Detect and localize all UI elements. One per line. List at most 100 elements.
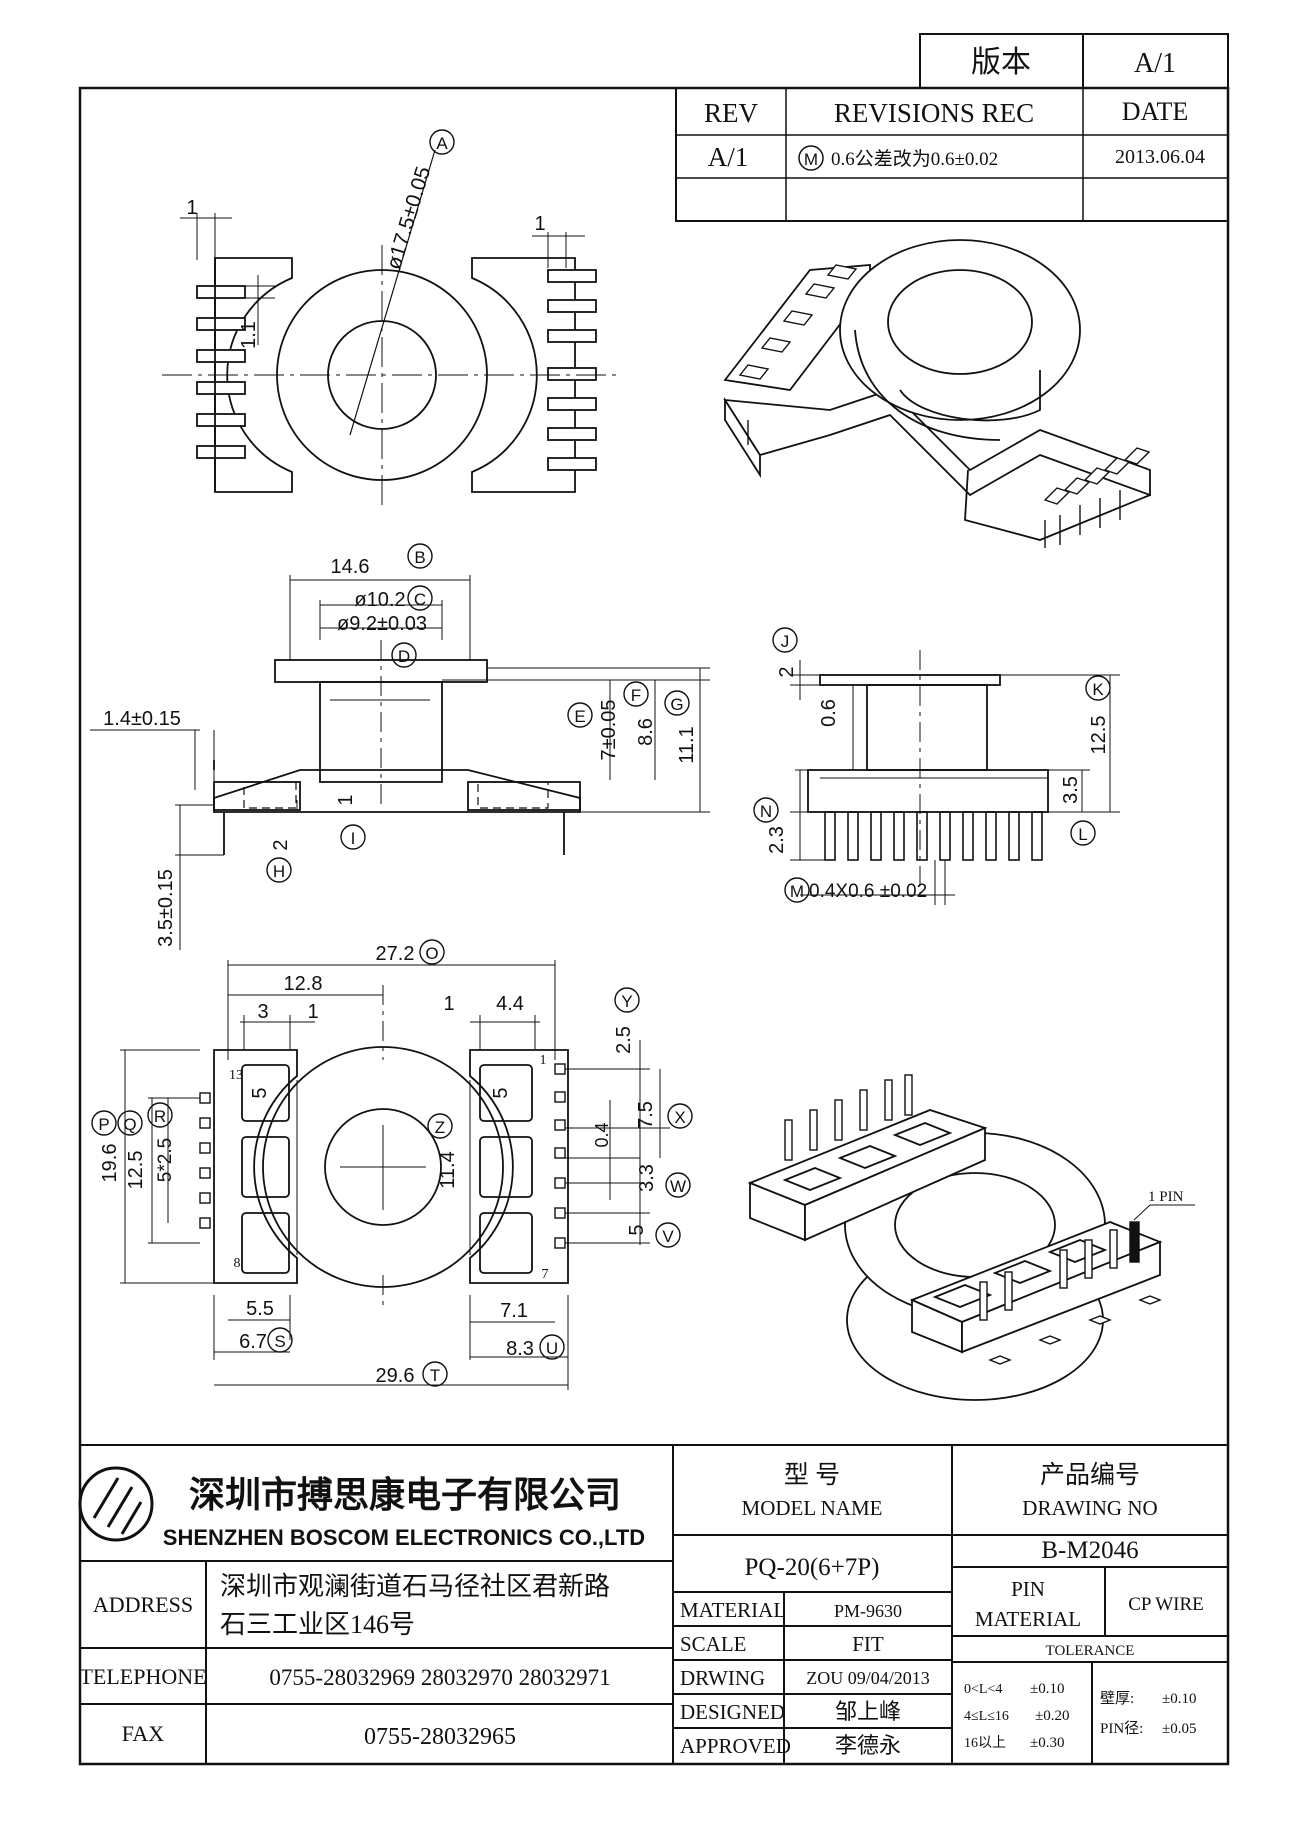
iso-top-left-pins — [738, 264, 858, 445]
tol-range-3: 16以上 — [964, 1735, 1006, 1751]
tol-value-2: ±0.20 — [1035, 1708, 1069, 1724]
front-view — [90, 575, 710, 950]
tag-i: I — [351, 829, 356, 848]
dim-y: 2.5 — [613, 1026, 635, 1054]
dim-w: 3.3 — [636, 1164, 658, 1192]
tag-q: Q — [123, 1115, 136, 1134]
dim-12-8: 12.8 — [284, 973, 323, 995]
dim-d: ø9.2±0.03 — [337, 613, 427, 635]
pin-13-label: 13 — [229, 1068, 243, 1083]
tag-x: X — [674, 1108, 685, 1127]
dim-v: 5 — [626, 1224, 648, 1235]
dim-o: 27.2 — [376, 943, 415, 965]
dim-g: 11.1 — [676, 726, 698, 763]
revisions-rec-header: REVISIONS REC — [834, 98, 1034, 128]
drwing-label: DRWING — [680, 1666, 765, 1690]
iso-pin1-label: 1 PIN — [1148, 1189, 1184, 1205]
tag-j: J — [781, 632, 790, 651]
pin-8-label: 8 — [234, 1256, 241, 1271]
fax-value: 0755-28032965 — [364, 1724, 516, 1750]
drwing-value: ZOU 09/04/2013 — [806, 1668, 930, 1688]
drawing-frame — [78, 86, 1230, 1766]
drawing-no-en: DRAWING NO — [1022, 1496, 1157, 1520]
wall-thickness-tol: ±0.10 — [1162, 1691, 1196, 1707]
tag-v: V — [662, 1227, 674, 1246]
dim-flange: 1.4±0.15 — [103, 708, 181, 730]
tag-r: R — [154, 1107, 166, 1126]
top-right-pins — [547, 269, 597, 471]
dim-7-1: 7.1 — [500, 1300, 528, 1322]
pin-material-label: MATERIAL — [975, 1607, 1081, 1631]
rev-row-text: 0.6公差改为0.6±0.02 — [831, 148, 998, 170]
tol-range-1: 0<L<4 — [964, 1682, 1002, 1697]
tag-c: C — [414, 590, 426, 609]
dim-r: 5*2.5 — [155, 1138, 176, 1182]
title-block — [80, 1444, 1228, 1764]
side-view-dims: J 2 0.6 K 12.5 3.5 L N 2.3 M 0.4X0.6 ±0.… — [753, 627, 1111, 903]
approved-value: 李德永 — [835, 1733, 901, 1758]
tag-h: H — [273, 862, 285, 881]
top-view-dims: 1 1 1.1 ø17.5±0.05 A — [186, 129, 546, 349]
tag-g: G — [670, 695, 683, 714]
tolerance-label: TOLERANCE — [1046, 1643, 1135, 1659]
iso-top-right-pins — [1043, 447, 1151, 548]
side-core — [866, 684, 988, 771]
top-pin-width-left: 1 — [186, 197, 197, 219]
tag-z: Z — [435, 1118, 445, 1137]
version-label: 版本 — [971, 46, 1031, 79]
tag-o: O — [425, 944, 438, 963]
pin-diameter-tol: ±0.05 — [1162, 1721, 1196, 1737]
dim-b: 14.6 — [331, 556, 370, 578]
dim-h: 2 — [270, 839, 292, 850]
dim-k: 12.5 — [1088, 716, 1110, 755]
rev-row-date: 2013.06.04 — [1115, 146, 1205, 168]
dim-1-left: 1 — [307, 1001, 318, 1023]
iso-bottom-back-pins — [784, 1074, 913, 1161]
dim-wall: 0.6 — [818, 699, 840, 727]
side-view — [790, 650, 1120, 905]
iso-view-top — [723, 239, 1151, 548]
tag-a: A — [436, 134, 448, 153]
rev-row-mark: M — [804, 150, 818, 169]
pin-1-label: 1 — [540, 1053, 547, 1068]
dim-0-4: 0.4 — [592, 1122, 612, 1147]
tag-k: K — [1092, 680, 1104, 699]
side-pins — [824, 811, 1043, 861]
tag-e: E — [574, 707, 585, 726]
tag-p: P — [98, 1115, 109, 1134]
slot-right-label: 5 — [490, 1087, 512, 1098]
drawing-no-value: B-M2046 — [1041, 1537, 1138, 1564]
dim-c: ø10.2 — [354, 589, 405, 611]
slot-left-label: 5 — [249, 1087, 271, 1098]
wall-thickness-label: 壁厚: — [1100, 1690, 1134, 1707]
tol-range-2: 4≤L≤16 — [964, 1709, 1009, 1724]
tol-value-1: ±0.10 — [1030, 1681, 1064, 1697]
iso-view-bottom — [747, 1074, 1195, 1401]
version-value: A/1 — [1134, 48, 1176, 79]
dim-f: 8.6 — [635, 718, 657, 746]
dim-4-4: 4.4 — [496, 993, 524, 1015]
tag-l: L — [1078, 825, 1087, 844]
designed-label: DESIGNED — [680, 1700, 785, 1724]
top-diameter: ø17.5±0.05 — [382, 164, 435, 272]
pin-material-value: CP WIRE — [1128, 1594, 1203, 1615]
top-pin-pitch: 1.1 — [238, 321, 260, 349]
tag-y: Y — [621, 992, 632, 1011]
tag-f: F — [631, 686, 641, 705]
tag-u: U — [546, 1339, 558, 1358]
rev-mark-circle — [798, 145, 824, 171]
top-view — [162, 149, 620, 505]
scale-value: FIT — [852, 1632, 884, 1656]
dim-s: 6.7 — [239, 1331, 267, 1353]
company-name-en: SHENZHEN BOSCOM ELECTRONICS CO.,LTD — [163, 1525, 645, 1550]
address-label: ADDRESS — [93, 1592, 193, 1617]
dim-3: 3 — [257, 1001, 268, 1023]
material-value: PM-9630 — [834, 1601, 902, 1621]
company-logo — [78, 1466, 154, 1542]
revision-table: REV REVISIONS REC DATE A/1 M 0.6公差改为0.6±… — [675, 87, 1229, 222]
bottom-view-dims: 27.2 O 12.8 3 1 1 4.4 Y 2.5 7.5 X 0.4 3.… — [91, 939, 693, 1387]
dim-u: 8.3 — [506, 1338, 534, 1360]
model-name-cn: 型 号 — [784, 1461, 840, 1489]
dim-q: 12.5 — [125, 1151, 147, 1190]
